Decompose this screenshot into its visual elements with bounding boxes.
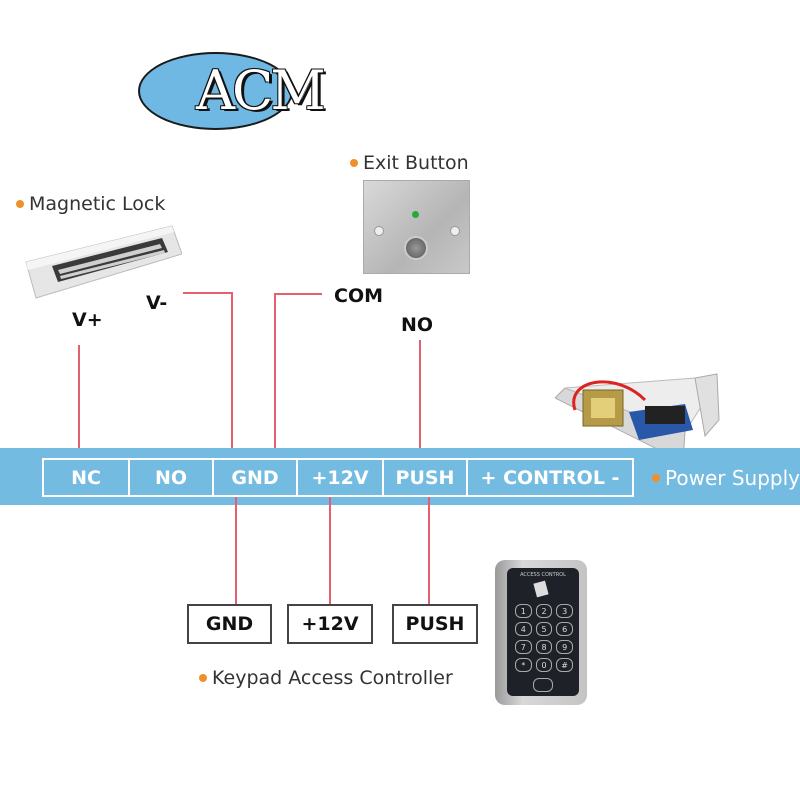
terminal-push: PUSH xyxy=(384,460,468,495)
magnetic-lock-image xyxy=(25,225,182,299)
terminal-12v: +12V xyxy=(298,460,384,495)
keypad-label: Keypad Access Controller xyxy=(212,667,453,689)
keypad-key: 5 xyxy=(535,622,553,636)
keypad-key: 2 xyxy=(535,604,553,618)
mlock-vplus-label: V+ xyxy=(72,309,103,331)
keypad-key: # xyxy=(556,658,573,672)
wire-12v-keypad xyxy=(329,497,331,605)
magnetic-lock-label: Magnetic Lock xyxy=(29,193,166,215)
led-icon xyxy=(412,211,419,218)
wire-vminus-horizontal xyxy=(183,292,233,294)
exit-button-image xyxy=(363,180,470,274)
keypad-key: 0 xyxy=(535,658,553,672)
wire-gnd-keypad xyxy=(235,497,237,605)
bullet-icon xyxy=(16,200,24,208)
card-icon xyxy=(533,580,549,598)
keypad-key: 1 xyxy=(515,604,532,618)
keypad-key: 8 xyxy=(535,640,553,654)
keypad-header: ACCESS CONTROL xyxy=(520,572,566,578)
acm-logo: ACM xyxy=(138,52,326,132)
wire-no-push xyxy=(419,340,421,450)
power-supply-image xyxy=(555,373,720,462)
screw-icon xyxy=(374,226,384,236)
bullet-icon xyxy=(199,674,207,682)
screw-icon xyxy=(450,226,460,236)
power-supply-label: Power Supply xyxy=(665,466,800,490)
exit-button-caption: Exit Button xyxy=(350,152,469,174)
keypad-caption: Keypad Access Controller xyxy=(199,667,453,689)
terminal-control: + CONTROL - xyxy=(480,466,620,489)
keypad-gnd-box: GND xyxy=(187,604,272,644)
keypad-key: 7 xyxy=(515,640,532,654)
terminal-nc: NC xyxy=(44,460,130,495)
exit-com-label: COM xyxy=(334,285,384,307)
bullet-icon xyxy=(652,474,660,482)
wire-com-horizontal xyxy=(274,293,322,295)
wire-com-gnd xyxy=(274,293,276,450)
keypad-key: * xyxy=(515,658,532,672)
logo-ellipse xyxy=(138,52,293,130)
keypad-push-box: PUSH xyxy=(392,604,478,644)
key-switch-icon xyxy=(404,236,428,260)
keypad-12v-box: +12V xyxy=(287,604,373,644)
bell-key xyxy=(533,678,553,692)
exit-button-label: Exit Button xyxy=(363,152,469,174)
bullet-icon xyxy=(350,159,358,167)
logo-text: ACM xyxy=(196,59,326,122)
terminal-no: NO xyxy=(130,460,214,495)
exit-no-label: NO xyxy=(401,314,434,336)
wire-vminus-gnd xyxy=(231,292,233,450)
terminal-strip: NC NO GND +12V PUSH + CONTROL - xyxy=(42,458,634,497)
keypad-key: 9 xyxy=(556,640,573,654)
keypad-key: 3 xyxy=(556,604,573,618)
mlock-vminus-label: V- xyxy=(146,292,168,314)
wire-vplus-nc xyxy=(78,345,80,450)
magnetic-lock-caption: Magnetic Lock xyxy=(16,193,165,215)
terminal-gnd: GND xyxy=(214,460,298,495)
power-supply-caption: Power Supply xyxy=(652,466,800,490)
keypad-key: 6 xyxy=(556,622,573,636)
wire-push-keypad xyxy=(428,497,430,605)
keypad-key: 4 xyxy=(515,622,532,636)
